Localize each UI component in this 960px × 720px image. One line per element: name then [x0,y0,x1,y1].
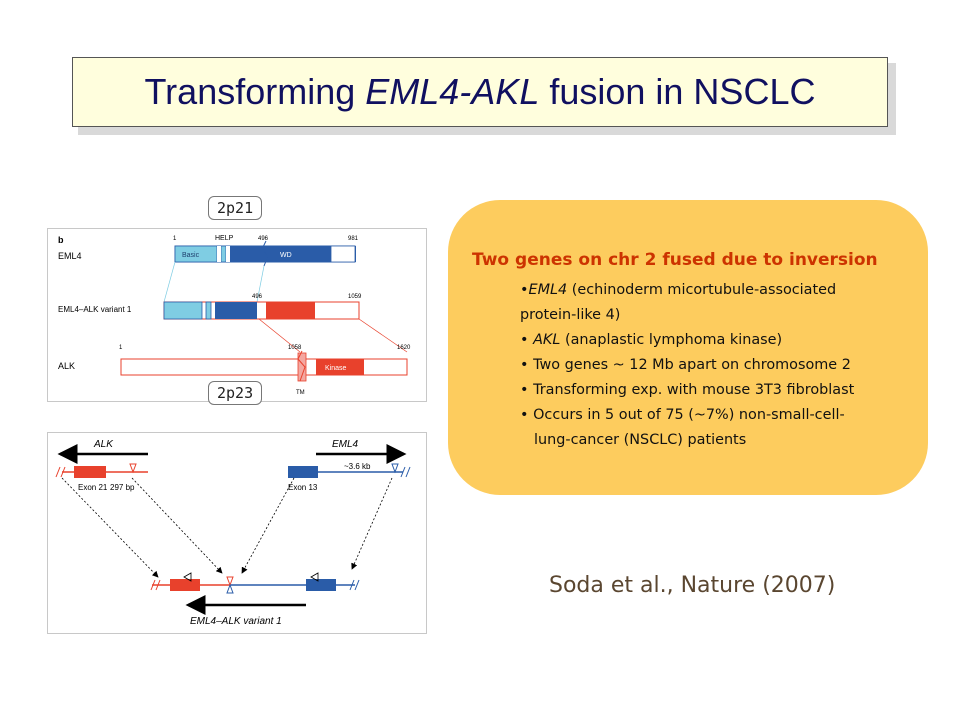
list-item: protein-like 4) [520,307,621,323]
row-label-alk: ALK [58,361,75,371]
chromosome-band-2p21: 2p21 [208,196,263,220]
alk-end-num: 1620 [397,345,411,351]
summary-card: Two genes on chr 2 fused due to inversio… [448,200,928,495]
exon13-label: Exon 13 [288,483,318,492]
fusion-transcript-label: EML4–ALK variant 1 [190,616,282,627]
eml4-break-num: 496 [258,236,269,242]
eml4-locus [288,463,411,478]
list-item: • Two genes ~ 12 Mb apart on chromosome … [520,357,851,373]
summary-list: •EML4 (echinoderm micortubule-associated… [472,278,908,453]
inversion-diagram-panel: ALK EML4 Exon 21 297 bp Exon 13 ~3.6 kb [47,432,427,634]
list-item: lung-cancer (NSCLC) patients [534,432,747,448]
alk-locus [55,463,148,478]
alk-start-num: 1 [119,345,123,351]
citation: Soda et al., Nature (2007) [549,573,836,598]
summary-heading: Two genes on chr 2 fused due to inversio… [472,250,878,270]
kb-distance-label: ~3.6 kb [344,462,371,471]
eml4-gene-bar [174,240,356,267]
fusion-gene-bar [163,301,360,320]
kinase-domain-label: Kinase [325,365,347,372]
tm-label: TM [296,390,305,396]
alk-gene-bar [120,350,408,382]
recombination-arrows [61,477,393,578]
eml4-gene-label: EML4 [332,439,359,450]
fused-locus [150,572,360,594]
title-box: Transforming EML4-AKL fusion in NSCLC [72,57,888,127]
fusion-break-num: 496 [252,294,263,300]
list-item: • Occurs in 5 out of 75 (~7%) non-small-… [520,407,845,423]
bp-distance-label: 297 bp [110,483,135,492]
basic-domain-label: Basic [182,252,200,259]
chromosome-band-2p23: 2p23 [208,381,263,405]
row-label-fusion: EML4–ALK variant 1 [58,305,132,314]
help-label: HELP [215,235,234,242]
row-label-eml4: EML4 [58,251,82,261]
alk-gene-label: ALK [93,439,114,450]
panel-letter: b [58,235,64,245]
slide-title: Transforming EML4-AKL fusion in NSCLC [144,71,816,112]
eml4-end-num: 981 [348,236,359,242]
exon21-label: Exon 21 [78,483,108,492]
domain-diagram-panel: b EML4 1 HELP 496 981 Basic WD EML4–ALK … [47,228,427,402]
fusion-end-num: 1059 [348,294,362,300]
eml4-start-num: 1 [173,236,177,242]
wd-domain-label: WD [280,252,292,259]
list-item: • Transforming exp. with mouse 3T3 fibro… [520,382,855,398]
list-item: • AKL (anaplastic lymphoma kinase) [520,332,783,348]
list-item: •EML4 (echinoderm micortubule-associated [520,282,837,298]
alk-break-num: 1058 [288,345,302,351]
